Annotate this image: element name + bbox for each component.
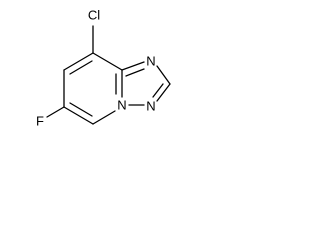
atom-label-n-right: N bbox=[146, 99, 155, 114]
bond-double-c7-c8 bbox=[69, 60, 93, 75]
atom-labels: Cl F N N N bbox=[36, 8, 156, 129]
atom-label-f: F bbox=[36, 114, 44, 129]
bond-c8a-n1 bbox=[121, 61, 145, 71]
bond-n4-c5 bbox=[92, 110, 116, 125]
bond-c8-c8a bbox=[92, 52, 123, 71]
bond-double-c5-c6 bbox=[69, 102, 93, 117]
bond-c5-c6 bbox=[63, 106, 94, 125]
atom-label-cl: Cl bbox=[88, 8, 100, 23]
bonds bbox=[46, 25, 171, 125]
molecule-structure-diagram: Cl F N N N bbox=[36, 8, 171, 129]
bond-double-c8a-n1 bbox=[125, 68, 145, 77]
bond-double-c2-n3 bbox=[152, 83, 164, 98]
bond-n1-c2 bbox=[156, 65, 171, 85]
bond-c7-c8 bbox=[63, 52, 94, 71]
bond-c6-f bbox=[46, 106, 65, 118]
atom-label-n-bridge: N bbox=[117, 98, 126, 113]
bond-c2-n3 bbox=[156, 83, 171, 102]
atom-label-n-top: N bbox=[146, 54, 155, 69]
